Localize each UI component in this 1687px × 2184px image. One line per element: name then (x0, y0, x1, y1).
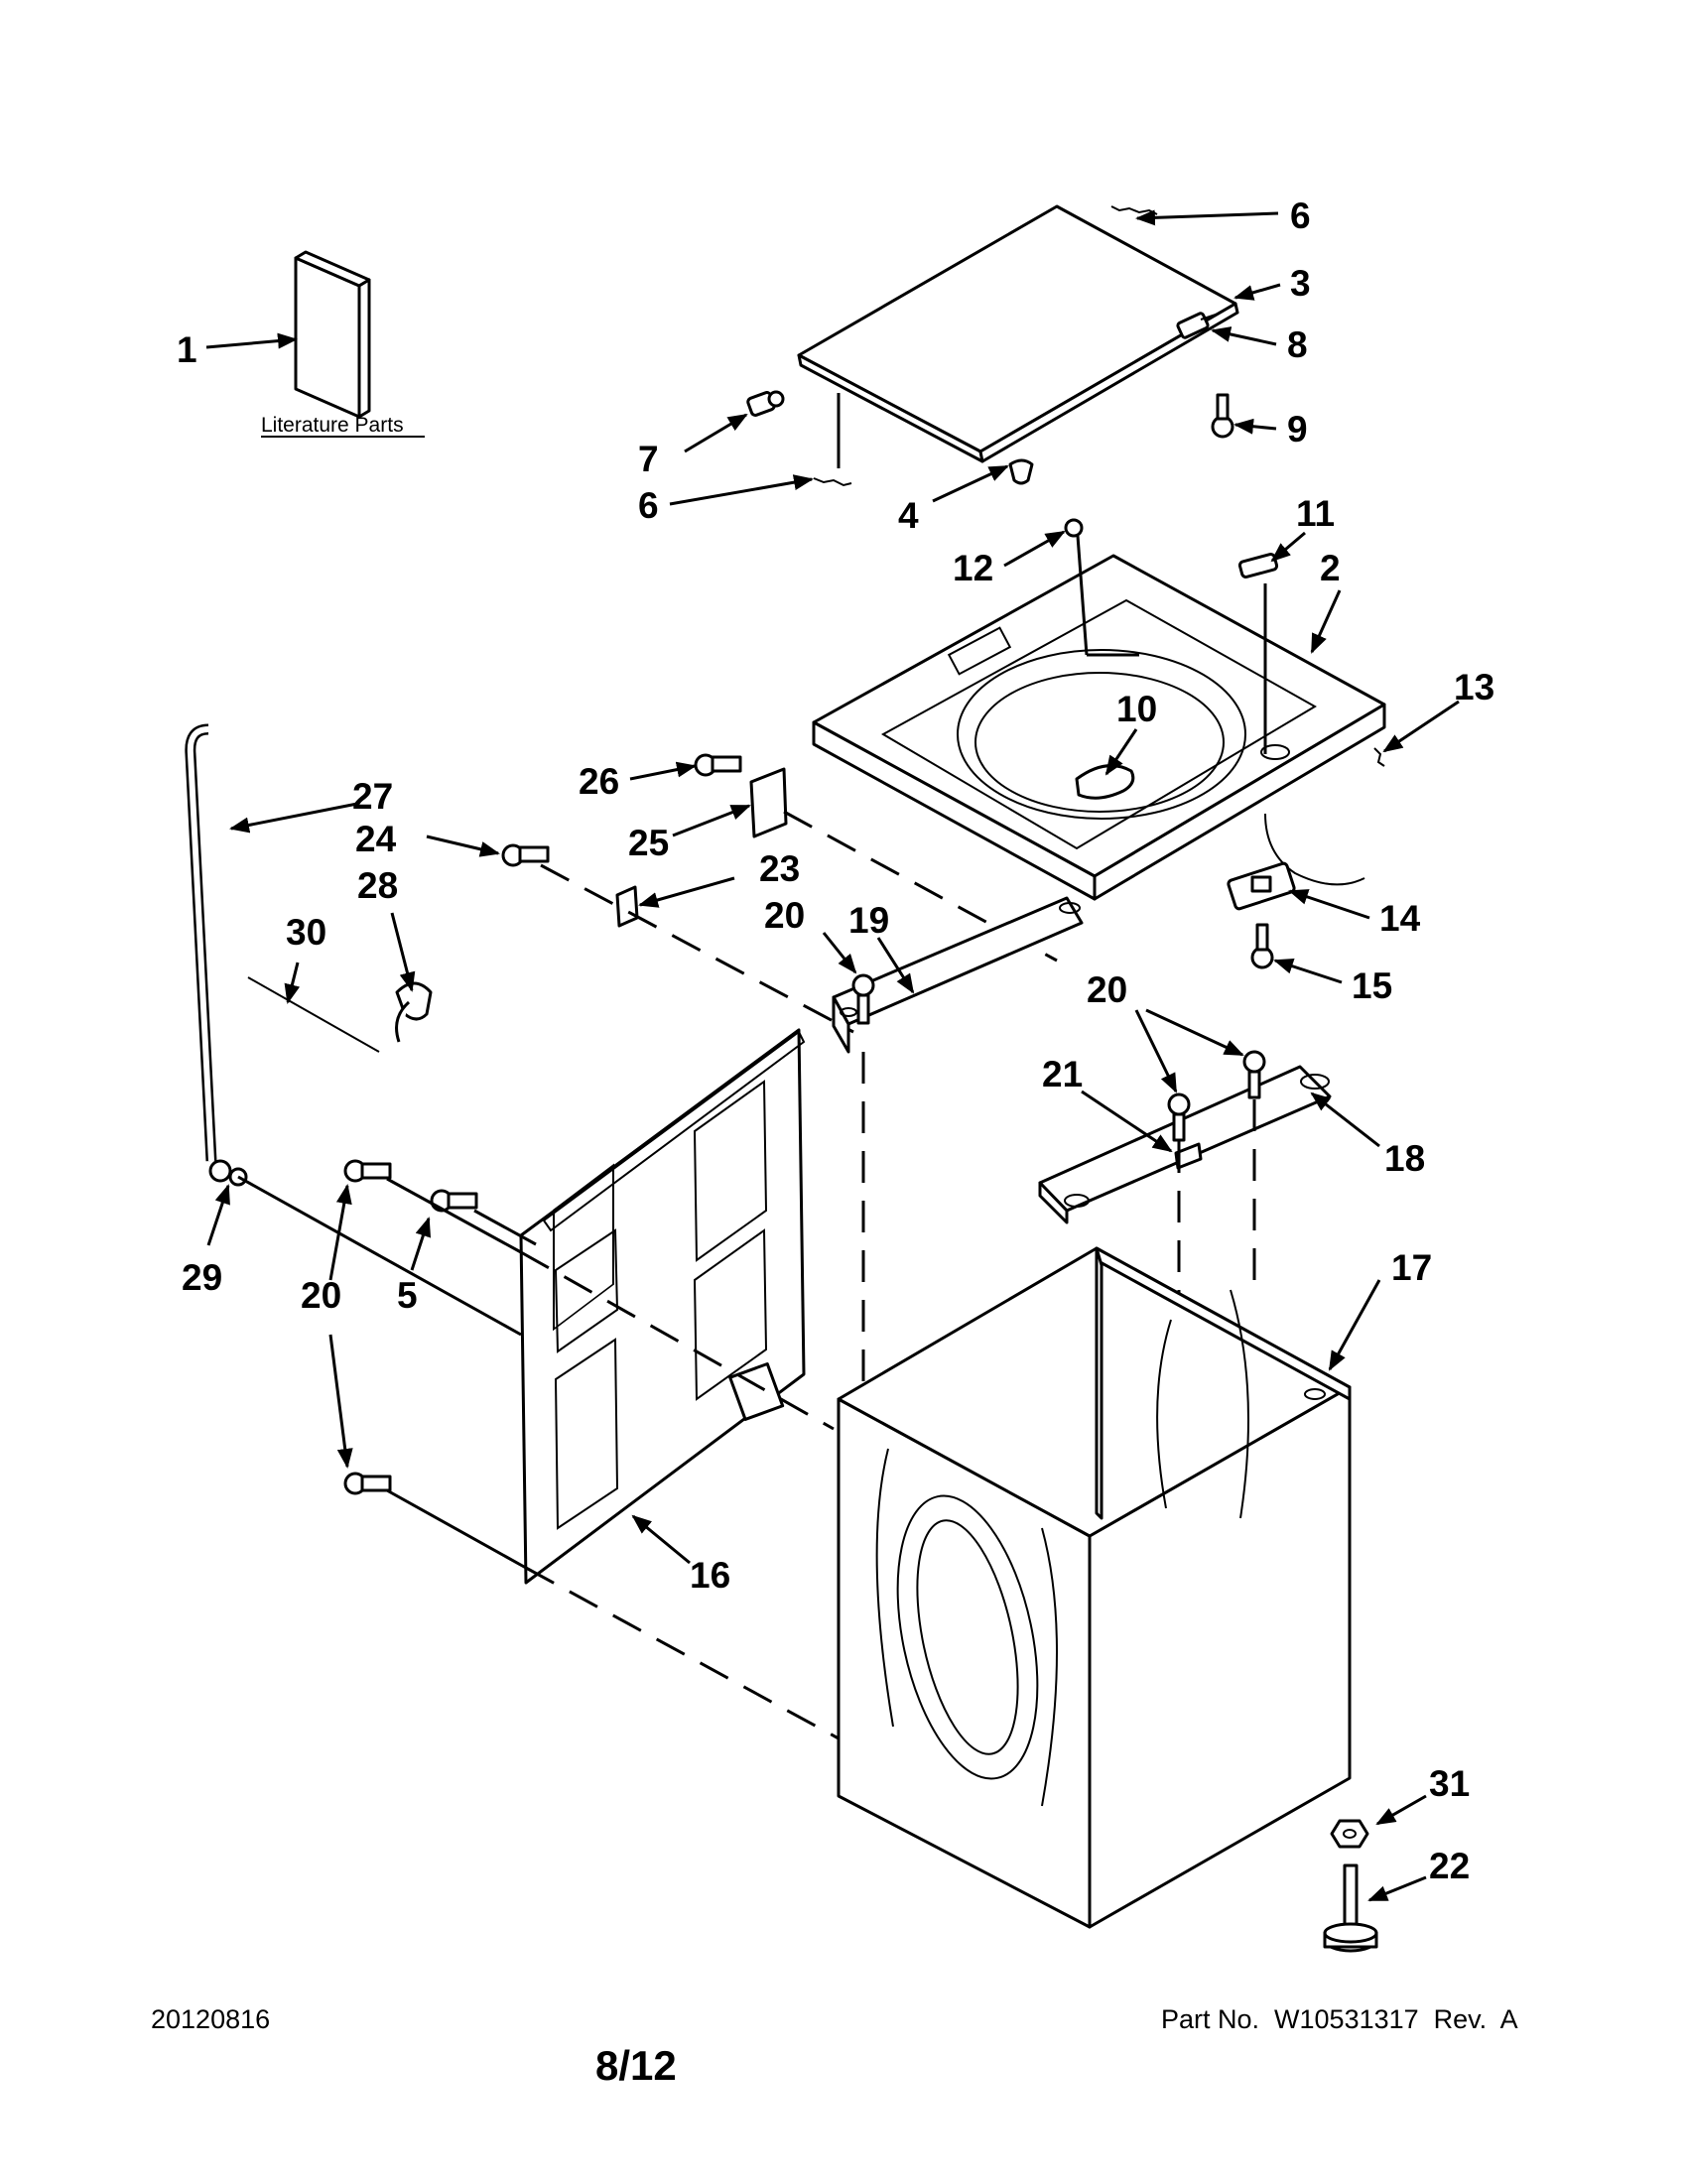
guide-24 (540, 863, 854, 1034)
callout-24: 24 (355, 819, 397, 859)
callout-21: 21 (1042, 1054, 1083, 1094)
footer-page-number: 8/12 (595, 2042, 677, 2089)
bracket-screw-26 (694, 753, 742, 777)
callout-28: 28 (357, 865, 398, 906)
bracket-21 (1174, 1142, 1203, 1170)
guide-20-upper (386, 1177, 522, 1254)
guide-5 (473, 1209, 537, 1246)
lid-screw (1211, 393, 1234, 439)
callout-13: 13 (1454, 667, 1494, 707)
hose-guide (395, 981, 433, 1043)
literature-parts-label: Literature Parts (261, 414, 404, 437)
callout-26: 26 (579, 761, 619, 802)
rear-brace (832, 896, 1084, 1054)
bracket-screw-24 (501, 843, 550, 867)
screw-20-upper (343, 1159, 392, 1183)
hose-clamp (208, 1159, 248, 1187)
callout-16: 16 (690, 1555, 730, 1596)
callout-15: 15 (1352, 965, 1392, 1006)
literature-booklet (294, 250, 371, 419)
callout-4: 4 (898, 495, 919, 536)
guide-20-upper-dash (520, 1250, 835, 1431)
callout-3: 3 (1290, 263, 1311, 304)
callout-10: 10 (1116, 689, 1157, 729)
callout-9: 9 (1287, 409, 1308, 450)
callout-8: 8 (1287, 324, 1308, 365)
brace-screw-20 (851, 973, 875, 1025)
callout-11: 11 (1296, 493, 1335, 534)
callout-29: 29 (182, 1257, 222, 1298)
cabinet (837, 1246, 1352, 1929)
callout-5: 5 (397, 1275, 418, 1316)
callout-31: 31 (1429, 1763, 1470, 1804)
callout-25: 25 (628, 823, 669, 863)
clip-23 (615, 885, 639, 928)
callout-20-front-brace: 20 (1087, 969, 1127, 1010)
callout-20-rear-screws: 20 (301, 1275, 341, 1316)
leveling-nut (1330, 1819, 1369, 1849)
callout-20-rear-brace: 20 (764, 895, 805, 936)
leveling-leg (1323, 1863, 1378, 1953)
cable-tie (247, 976, 380, 1053)
callout-12: 12 (953, 548, 993, 588)
lid-lock (1227, 813, 1365, 911)
footer-part-number: Part No. W10531317 Rev. A (1161, 2004, 1518, 2034)
callout-18: 18 (1384, 1138, 1425, 1179)
callout-23: 23 (759, 848, 800, 889)
callout-1: 1 (177, 329, 197, 370)
lid-switch-actuator (1176, 312, 1220, 339)
rear-panel (519, 1028, 806, 1585)
callout-2: 2 (1320, 548, 1341, 588)
hinge-bushing (746, 390, 785, 417)
callout-14: 14 (1379, 898, 1421, 939)
screw-5 (430, 1189, 478, 1213)
lid (797, 204, 1239, 463)
hinge-pin-top (1110, 205, 1158, 215)
lid-bumper (1008, 458, 1034, 485)
leader-arrows (205, 209, 1460, 1902)
callout-19: 19 (848, 900, 889, 941)
screw-20-lower (343, 1472, 392, 1495)
callout-6-bottom: 6 (638, 485, 659, 526)
guide-20-lower-dash (525, 1566, 840, 1740)
brace-screw-20c (1242, 1050, 1266, 1099)
footer-date: 20120816 (151, 2004, 271, 2034)
rear-panel-bracket (749, 767, 788, 838)
top-panel (812, 554, 1386, 901)
callout-7: 7 (638, 439, 659, 479)
hinge-pin-12 (1064, 518, 1139, 657)
front-brace (1038, 1065, 1332, 1224)
drain-hose (185, 723, 217, 1162)
top-clip (1373, 747, 1385, 767)
callout-numbers: 1 6 3 8 9 7 6 4 11 12 2 13 10 14 15 26 2… (177, 195, 1494, 1886)
callout-6-top: 6 (1290, 195, 1311, 236)
callout-30: 30 (286, 912, 326, 953)
guide-29 (237, 1175, 522, 1337)
callout-27: 27 (352, 776, 393, 817)
callout-22: 22 (1429, 1846, 1470, 1886)
guide-20-lower (386, 1488, 527, 1570)
hinge-pin-bottom (813, 477, 852, 487)
brace-screw-20b (1167, 1092, 1191, 1142)
lid-lock-screw (1250, 923, 1274, 969)
callout-17: 17 (1391, 1247, 1432, 1288)
